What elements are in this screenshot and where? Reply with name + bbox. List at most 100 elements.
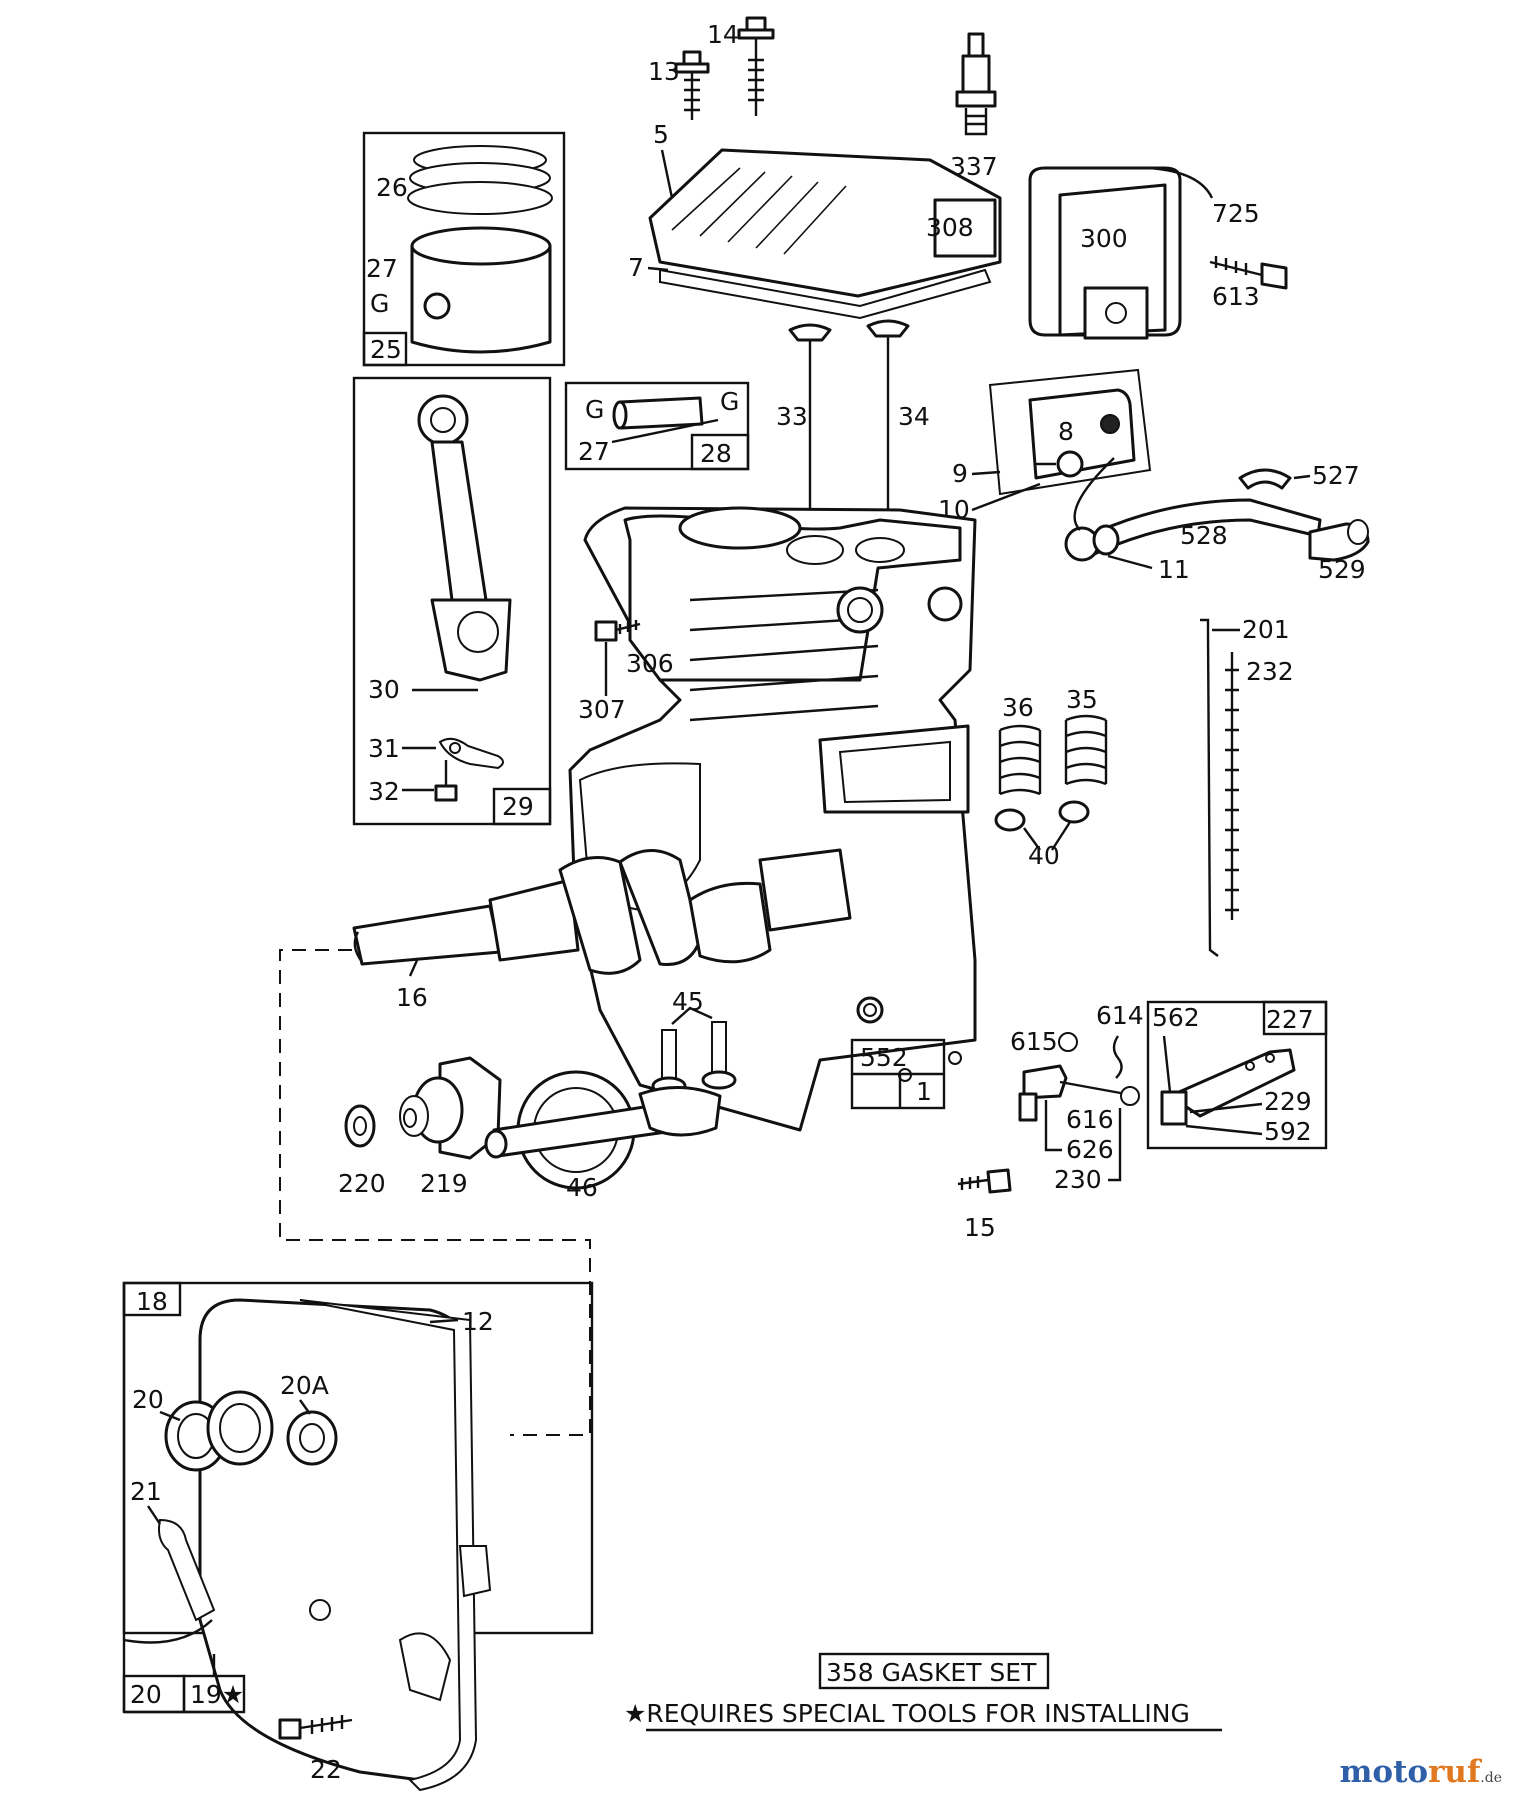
watermark-main: moto <box>1339 1754 1429 1790</box>
label-615: 615 <box>1010 1027 1058 1056</box>
governor-link-201 <box>1200 618 1219 957</box>
label-220: 220 <box>338 1169 386 1198</box>
label-1: 1 <box>916 1077 932 1106</box>
connecting-rod-30 <box>417 394 512 682</box>
box-29 <box>352 376 552 826</box>
governor-crank-616 <box>1018 1064 1140 1122</box>
label-232: 232 <box>1246 657 1294 686</box>
label-30: 30 <box>368 675 400 704</box>
label-20A: 20A <box>280 1371 329 1400</box>
box-25 <box>362 131 566 367</box>
label-562: 562 <box>1152 1003 1200 1032</box>
valve-33 <box>788 323 832 522</box>
label-29: 29 <box>502 792 534 821</box>
screw-10 <box>1036 450 1084 478</box>
gasket-set-box <box>818 1652 1050 1690</box>
label-21: 21 <box>130 1477 162 1506</box>
label-27b-g: G <box>585 395 604 424</box>
valve-retainers-40 <box>994 800 1090 851</box>
motoruf-watermark: motoruf.de <box>1340 1754 1502 1790</box>
label-306: 306 <box>626 649 674 678</box>
label-14: 14 <box>707 20 739 49</box>
cylinder-head-5: 308 <box>648 148 1002 298</box>
label-27a-g: G <box>370 289 389 318</box>
label-20b: 20 <box>130 1680 162 1709</box>
label-529: 529 <box>1318 555 1366 584</box>
label-552: 552 <box>860 1043 908 1072</box>
screw-307 <box>594 620 641 642</box>
label-26: 26 <box>376 173 408 202</box>
crankcase-cover <box>158 1298 492 1792</box>
label-528: 528 <box>1180 521 1228 550</box>
box-28 <box>564 381 750 471</box>
special-tools-note: ★REQUIRES SPECIAL TOOLS FOR INSTALLING <box>624 1699 1190 1728</box>
label-229: 229 <box>1264 1087 1312 1116</box>
valve-spring-36 <box>998 724 1042 796</box>
label-592: 592 <box>1264 1117 1312 1146</box>
bolt-613 <box>1209 256 1288 290</box>
label-15: 15 <box>964 1213 996 1242</box>
governor-gear-219 <box>399 1056 502 1160</box>
watermark-tld: .de <box>1480 1770 1502 1786</box>
governor-lever-229 <box>1160 1035 1296 1126</box>
label-27b: 27 <box>578 437 610 466</box>
spark-plug-337 <box>955 32 997 136</box>
label-219: 219 <box>420 1169 468 1198</box>
cover-300: 300 <box>1028 166 1182 340</box>
label-616: 616 <box>1066 1105 1114 1134</box>
breather-tube-528 <box>1064 498 1322 562</box>
label-626: 626 <box>1066 1135 1114 1164</box>
label-307: 307 <box>578 695 626 724</box>
label-35: 35 <box>1066 685 1098 714</box>
label-16: 16 <box>396 983 428 1012</box>
piston-rings-26 <box>407 145 553 215</box>
label-12: 12 <box>462 1307 494 1336</box>
bolt-32 <box>434 760 458 802</box>
governor-spring-232 <box>1225 652 1239 920</box>
label-230: 230 <box>1054 1165 1102 1194</box>
box-227-tag <box>1262 1000 1328 1036</box>
label-20a: 20 <box>132 1385 164 1414</box>
label-11: 11 <box>1158 555 1190 584</box>
clip-615 <box>1058 1032 1078 1052</box>
label-28: 28 <box>700 439 732 468</box>
label-45: 45 <box>672 987 704 1016</box>
camshaft-46 <box>484 1070 722 1190</box>
label-300: 300 <box>1080 224 1128 253</box>
label-34: 34 <box>898 402 930 431</box>
label-13: 13 <box>648 57 680 86</box>
label-33: 33 <box>776 402 808 431</box>
dashed-link-crankshaft-cover <box>279 949 591 1436</box>
label-7: 7 <box>628 253 644 282</box>
label-36: 36 <box>1002 693 1034 722</box>
bolt-14 <box>737 16 775 116</box>
drain-plug-15 <box>957 1168 1012 1194</box>
label-201: 201 <box>1242 615 1290 644</box>
label-25: 25 <box>370 335 402 364</box>
label-40: 40 <box>1028 841 1060 870</box>
label-308: 308 <box>926 213 974 242</box>
piston-pin <box>611 396 719 444</box>
crankcase-block <box>568 506 977 1132</box>
label-614: 614 <box>1096 1001 1144 1030</box>
label-28-g: G <box>720 387 739 416</box>
piston-27 <box>410 226 552 354</box>
label-32: 32 <box>368 777 400 806</box>
box-29-tag <box>492 787 552 826</box>
clamp-527 <box>1238 468 1292 490</box>
lock-plate-31 <box>438 737 504 770</box>
label-8: 8 <box>1058 417 1074 446</box>
label-227: 227 <box>1266 1005 1314 1034</box>
box-227 <box>1146 1000 1328 1150</box>
valve-spring-35 <box>1064 714 1108 786</box>
label-31: 31 <box>368 734 400 763</box>
label-5: 5 <box>653 120 669 149</box>
gasket-set-note: 358 GASKET SET <box>826 1658 1037 1687</box>
box-25-tag <box>362 331 408 367</box>
label-527: 527 <box>1312 461 1360 490</box>
tappets-45 <box>651 1006 737 1096</box>
box-28-tag <box>690 433 750 471</box>
head-gasket-7 <box>659 268 992 320</box>
box-19-tag <box>182 1674 246 1714</box>
